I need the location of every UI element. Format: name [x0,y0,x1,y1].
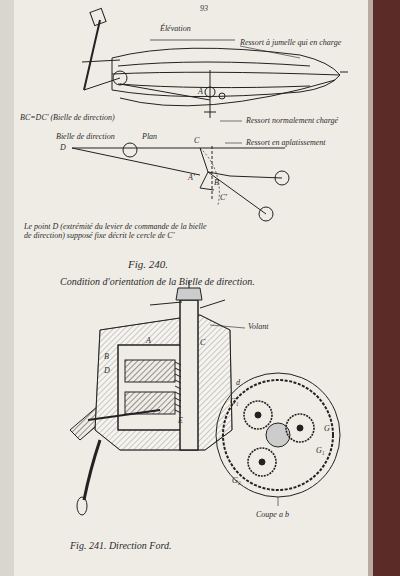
part-label: Le point D (extrémité du levier de comma… [24,222,214,240]
part-label: G₂ [232,476,241,485]
part-label: Coupe a b [256,510,289,519]
part-label: C [194,136,199,145]
part-label: G₁ [316,446,325,455]
part-label: C' [220,193,227,202]
part-label: B [214,178,219,187]
part-label: Plan [142,132,157,141]
part-label: E [178,416,183,425]
figure-caption: Fig. 240. [128,258,168,271]
part-label: Ressort en aplatissement [246,138,326,147]
part-label: Ressort à jumelle qui en charge [240,38,341,47]
page-number: 93 [200,4,208,13]
figure-caption: Condition d'orientation de la Bielle de … [60,276,255,288]
figure-caption: Fig. 241. Direction Ford. [70,540,171,552]
part-label: Ressort normalement chargé [246,116,338,125]
part-label: A [146,336,151,345]
part-label: B [104,352,109,361]
part-label: D [60,143,66,152]
part-label: Élévation [160,24,191,33]
part-label: C [200,338,205,347]
part-label: BC=DC' (Bielle de direction) [20,113,115,122]
part-label: A [198,87,203,96]
part-label: G [324,424,330,433]
part-label: Volant [248,322,268,331]
part-label: D [104,366,110,375]
part-label: G₁ [230,397,239,406]
part-label: Bielle de direction [56,132,115,141]
part-label: A' [188,173,195,182]
part-label: d [236,378,240,387]
